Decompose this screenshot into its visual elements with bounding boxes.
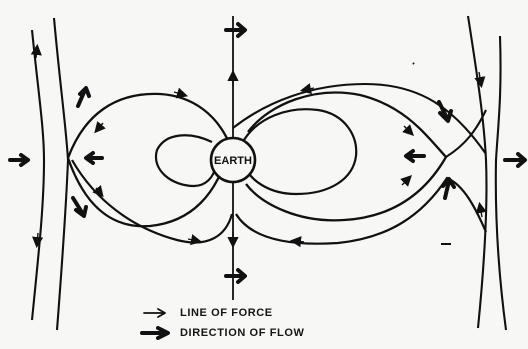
left-outer-field-line-1: [32, 30, 44, 320]
line-force-arrow-1: [174, 92, 184, 95]
line-force-arrow-7: [402, 178, 409, 185]
legend-direction-of-flow: DIRECTION OF FLOW: [140, 323, 400, 343]
right-outer-field-line-1: [468, 16, 487, 328]
direction-of-flow-arrow-icon: [140, 326, 174, 340]
earth-label: EARTH: [214, 155, 252, 167]
line-force-arrow-8: [294, 241, 304, 242]
flow-arrow-right-out: [505, 154, 525, 166]
legend-line-of-force-label: LINE OF FORCE: [180, 307, 273, 319]
right-outer-field-line-2: [496, 36, 506, 330]
legend-direction-of-flow-label: DIRECTION OF FLOW: [180, 327, 304, 339]
line-force-arrow-9: [36, 48, 37, 58]
line-of-force-arrow-icon: [140, 306, 174, 320]
right-inner-loop: [244, 109, 356, 194]
left-outer-field-line-2: [54, 18, 68, 330]
line-force-arrow-10: [37, 233, 38, 244]
flow-arrow-left-lower: [73, 198, 86, 216]
flow-arrow-top-center: [226, 24, 245, 36]
flow-arrow-left-in: [10, 155, 28, 165]
left-lower-field-line: [72, 160, 232, 242]
flow-arrow-left-center: [86, 153, 102, 163]
flow-arrow-right-upper: [439, 102, 451, 121]
left-inner-loop: [156, 135, 216, 186]
line-force-arrow-2: [97, 123, 103, 130]
legend: LINE OF FORCE DIRECTION OF FLOW: [140, 303, 400, 343]
flow-arrow-bottom-center: [226, 270, 245, 282]
stray-mark-2: [413, 63, 414, 64]
flow-arrow-right-lower: [443, 179, 454, 198]
right-crossover-line: [446, 110, 486, 157]
legend-line-of-force: LINE OF FORCE: [140, 303, 400, 323]
flow-arrow-left-upper: [78, 88, 89, 106]
line-force-arrow-12: [480, 206, 482, 217]
flow-arrow-right-center: [406, 151, 424, 161]
line-force-arrow-4: [188, 239, 198, 241]
line-force-arrow-6: [404, 126, 411, 133]
line-force-arrow-11: [479, 72, 481, 84]
